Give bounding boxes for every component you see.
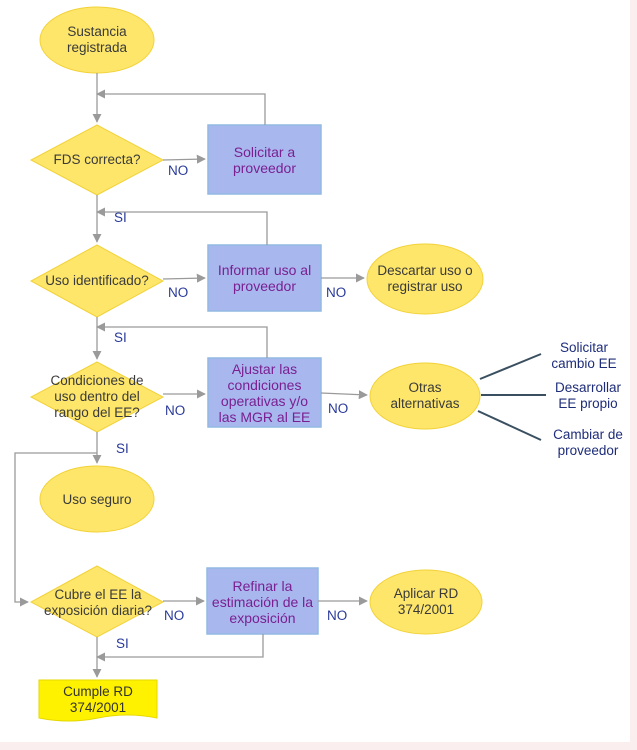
decision-condiciones-label: Condiciones de uso dentro del rango del …	[50, 373, 144, 420]
label-no-7: NO	[327, 608, 348, 623]
terminal-aplicar	[369, 569, 483, 635]
label-si-4: SI	[116, 636, 129, 651]
terminal-uso-seguro-label: Uso seguro	[62, 492, 132, 507]
terminal-otras-label: Otras alternativas	[390, 380, 460, 411]
process-informar	[207, 244, 322, 312]
label-no-5: NO	[328, 401, 349, 416]
terminal-descartar	[366, 243, 484, 315]
start-label: Sustancia registrada	[66, 24, 128, 55]
terminal-descartar-label: Descartar uso o registrar uso	[377, 263, 473, 294]
frame-bottom-border	[0, 742, 637, 750]
label-no-2: NO	[168, 285, 189, 300]
decision-cubre-label: Cubre el EE la exposición diaria?	[43, 587, 153, 618]
label-no-1: NO	[168, 163, 189, 178]
process-ajustar-label: Ajustar las condiciones operativas y/o l…	[218, 361, 311, 425]
process-refinar	[206, 567, 319, 635]
connectors	[14, 73, 368, 678]
alt-cambiar-proveedor: Cambiar de proveedor	[553, 427, 623, 458]
frame-right-border	[630, 0, 637, 750]
alt-desarrollar: Desarrollar EE propio	[554, 380, 622, 411]
process-informar-label: Informar uso al proveedor	[217, 262, 312, 294]
label-no-3: NO	[326, 285, 347, 300]
label-no-4: NO	[165, 403, 186, 418]
decision-uso-label: Uso identificado?	[45, 273, 149, 288]
process-solicitar-label: Solicitar a proveedor	[232, 144, 297, 176]
terminal-aplicar-label: Aplicar RD 374/2001	[393, 586, 459, 617]
alternative-branches	[477, 353, 546, 441]
label-si-1: SI	[114, 210, 127, 225]
process-ajustar	[207, 357, 322, 428]
document-cumple-label: Cumple RD 374/2001	[63, 684, 133, 715]
process-refinar-label: Refinar la estimación de la exposición	[211, 578, 314, 626]
terminal-uso-seguro	[39, 465, 155, 533]
decision-fds-label: FDS correcta?	[53, 152, 141, 167]
terminal-otras	[369, 362, 481, 430]
label-no-6: NO	[164, 608, 185, 623]
label-si-2: SI	[114, 330, 127, 345]
alt-solicitar-cambio: Solicitar cambio EE	[551, 340, 617, 371]
document-cumple	[38, 679, 158, 722]
label-si-3: SI	[116, 441, 129, 456]
